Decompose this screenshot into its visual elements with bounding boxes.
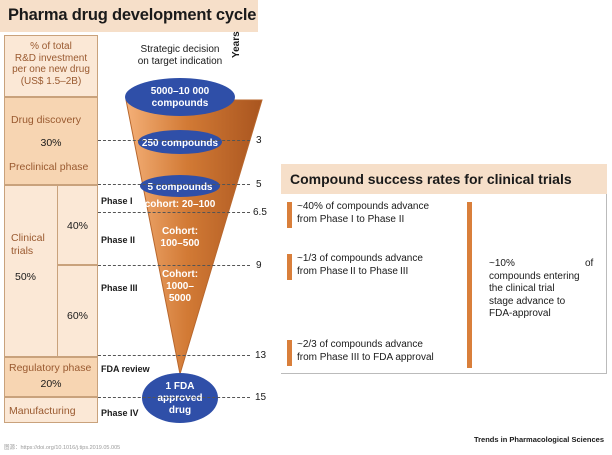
investment-label: % of total R&D investment per one new dr… [12, 41, 90, 87]
phase3-pct: 60% [66, 310, 88, 322]
rate-bar-1 [287, 202, 292, 228]
year-tick-15: 15 [255, 392, 267, 403]
phase-2-label: Phase II [101, 235, 136, 245]
cohort-phase3-line3: 5000 [169, 293, 192, 304]
clinical-pct: 50% [15, 271, 37, 283]
ellipse-top [125, 78, 235, 116]
drug-discovery-pct: 30% [40, 137, 62, 149]
compounds-top-line2: compounds [152, 98, 209, 109]
phase-3-label: Phase III [101, 283, 138, 293]
fda-review-label: FDA review [101, 364, 150, 374]
discovery-cell: Drug discovery 30% Preclinical phase [4, 97, 98, 185]
regulatory-pct: 20% [40, 378, 62, 390]
phase1-2-subcell: 40% [57, 185, 98, 265]
rate-bar-2 [287, 254, 292, 280]
year-tick-5: 5 [256, 179, 262, 190]
title-bar: Pharma drug development cycle [0, 0, 258, 32]
ellipse-250 [138, 130, 222, 154]
source-credit: Trends in Pharmacological Sciences [473, 435, 604, 444]
compounds-top-line1: 5000–10 000 [151, 86, 210, 97]
approved-line1: 1 FDA [166, 381, 195, 392]
phase3-subcell: 60% [57, 265, 98, 357]
year-tick-9: 9 [256, 260, 262, 271]
source-footnote: 图源：https://doi.org/10.1016/j.tips.2019.0… [4, 445, 121, 451]
guide-year-15 [98, 397, 250, 398]
guide-year-5 [98, 184, 250, 185]
strategic-decision-label: Strategic decision on target indication [137, 44, 223, 67]
compounds-250-text: 250 compounds [142, 138, 219, 149]
rate-overall-of: of [585, 258, 594, 269]
cohort-phase2-line1: Cohort: [162, 226, 198, 237]
approved-line2: approved [157, 393, 202, 404]
guide-year-3 [98, 140, 250, 141]
rate-bar-overall [467, 202, 472, 368]
manufacturing-cell: Manufacturing [4, 397, 98, 423]
rates-title: Compound success rates for clinical tria… [290, 171, 572, 187]
cohort-phase1-text: cohort: 20–100 [145, 199, 216, 210]
regulatory-cell: Regulatory phase 20% [4, 357, 98, 397]
ellipse-5 [140, 175, 220, 197]
year-tick-6-5: 6.5 [253, 207, 267, 218]
ellipse-approved [142, 373, 218, 423]
regulatory-label: Regulatory phase [9, 362, 92, 374]
approved-line3: drug [169, 405, 191, 416]
rate-bar-3 [287, 340, 292, 366]
rates-panel: ~40% of compounds advance from Phase I t… [281, 194, 607, 374]
year-tick-3: 3 [256, 135, 262, 146]
clinical-trials-label: Clinical trials [11, 232, 45, 257]
rate-phase2-to-3: ~1/3 of compounds advance from Phase II … [297, 253, 423, 277]
rate-phase1-to-2: ~40% of compounds advance from Phase I t… [297, 201, 430, 225]
rate-phase3-to-fda: ~2/3 of compounds advance from Phase III… [297, 339, 434, 363]
drug-discovery-label: Drug discovery [11, 114, 82, 126]
phase1-2-pct: 40% [66, 220, 88, 232]
guide-year-9 [98, 265, 250, 266]
guide-year-13 [98, 355, 250, 356]
manufacturing-label: Manufacturing [9, 405, 76, 417]
rates-title-bar: Compound success rates for clinical tria… [281, 164, 607, 194]
cohort-phase3-line2: 1000– [166, 281, 194, 292]
page-title: Pharma drug development cycle [8, 6, 257, 24]
preclinical-label: Preclinical phase [9, 161, 89, 173]
cohort-phase2-line2: 100–500 [161, 238, 200, 249]
investment-header-cell: % of total R&D investment per one new dr… [4, 35, 98, 97]
phase-1-label: Phase I [101, 196, 133, 206]
phase-4-label: Phase IV [101, 408, 139, 418]
rate-overall: ~10% compounds entering the clinical tri… [489, 258, 580, 319]
cohort-phase3-line1: Cohort: [162, 269, 198, 280]
guide-year-6-5 [98, 212, 250, 213]
year-tick-13: 13 [255, 350, 267, 361]
compounds-5-text: 5 compounds [147, 182, 212, 193]
